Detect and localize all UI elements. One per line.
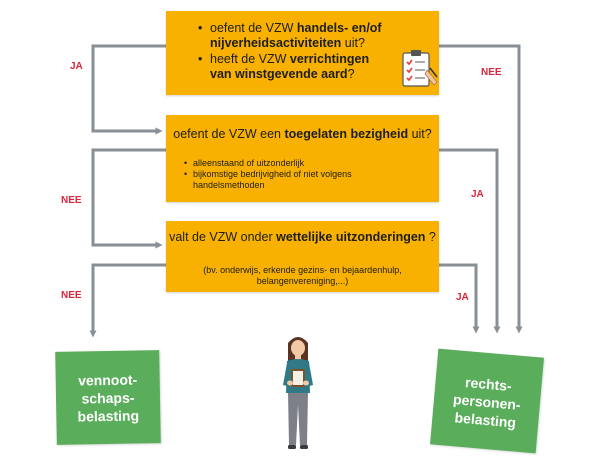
question-3-subtitle: (bv. onderwijs, erkende gezins- en bejaa…: [203, 265, 402, 286]
question-3-title: valt de VZW onder wettelijke uitzonderin…: [169, 230, 436, 244]
question-2-title: oefent de VZW een toegelaten bezigheid u…: [173, 127, 432, 141]
arrow-q1-nee: [439, 44, 523, 334]
label-q3-nee: NEE: [61, 290, 82, 301]
question-box-1: oefent de VZW handels- en/of nijverheids…: [166, 11, 439, 95]
sign-tab-left: [111, 341, 115, 356]
label-q1-ja: JA: [70, 61, 83, 72]
arrow-q3-nee: [89, 263, 166, 338]
arrow-q3-ja: [439, 263, 480, 334]
clipboard-checklist-icon: [402, 50, 438, 87]
outcome-left-line: schaps-: [81, 389, 135, 407]
question-2-item: bijkomstige bedrijvigheid of niet volgen…: [184, 169, 394, 191]
question-2-item: alleenstaand of uitzonderlijk: [184, 158, 394, 169]
label-q2-ja: JA: [471, 189, 484, 200]
arrow-q1-ja: [91, 44, 166, 135]
question-1-bullet-1: oefent de VZW handels- en/of nijverheids…: [198, 21, 394, 51]
question-box-3: valt de VZW onder wettelijke uitzonderin…: [166, 221, 439, 292]
label-q1-nee: NEE: [481, 67, 502, 78]
label-q2-nee: NEE: [61, 195, 82, 206]
question-2-list: alleenstaand of uitzonderlijk bijkomstig…: [184, 158, 394, 191]
question-box-2: oefent de VZW een toegelaten bezigheid u…: [166, 115, 439, 202]
outcome-left-line: vennoot-: [77, 371, 138, 389]
woman-with-clipboard-illustration: [283, 337, 313, 449]
arrow-q2-nee: [91, 148, 166, 249]
outcome-rechtspersonenbelasting: rechts- personen- belasting: [430, 348, 544, 454]
outcome-vennootschapsbelasting: vennoot- schaps- belasting: [55, 350, 161, 445]
question-1-bullet-2: heeft de VZW verrichtingen van winstgeve…: [198, 52, 394, 82]
question-1-list: oefent de VZW handels- en/of nijverheids…: [198, 21, 394, 83]
arrow-q2-ja: [439, 148, 501, 334]
outcome-left-line: belasting: [77, 407, 140, 425]
label-q3-ja: JA: [456, 292, 469, 303]
